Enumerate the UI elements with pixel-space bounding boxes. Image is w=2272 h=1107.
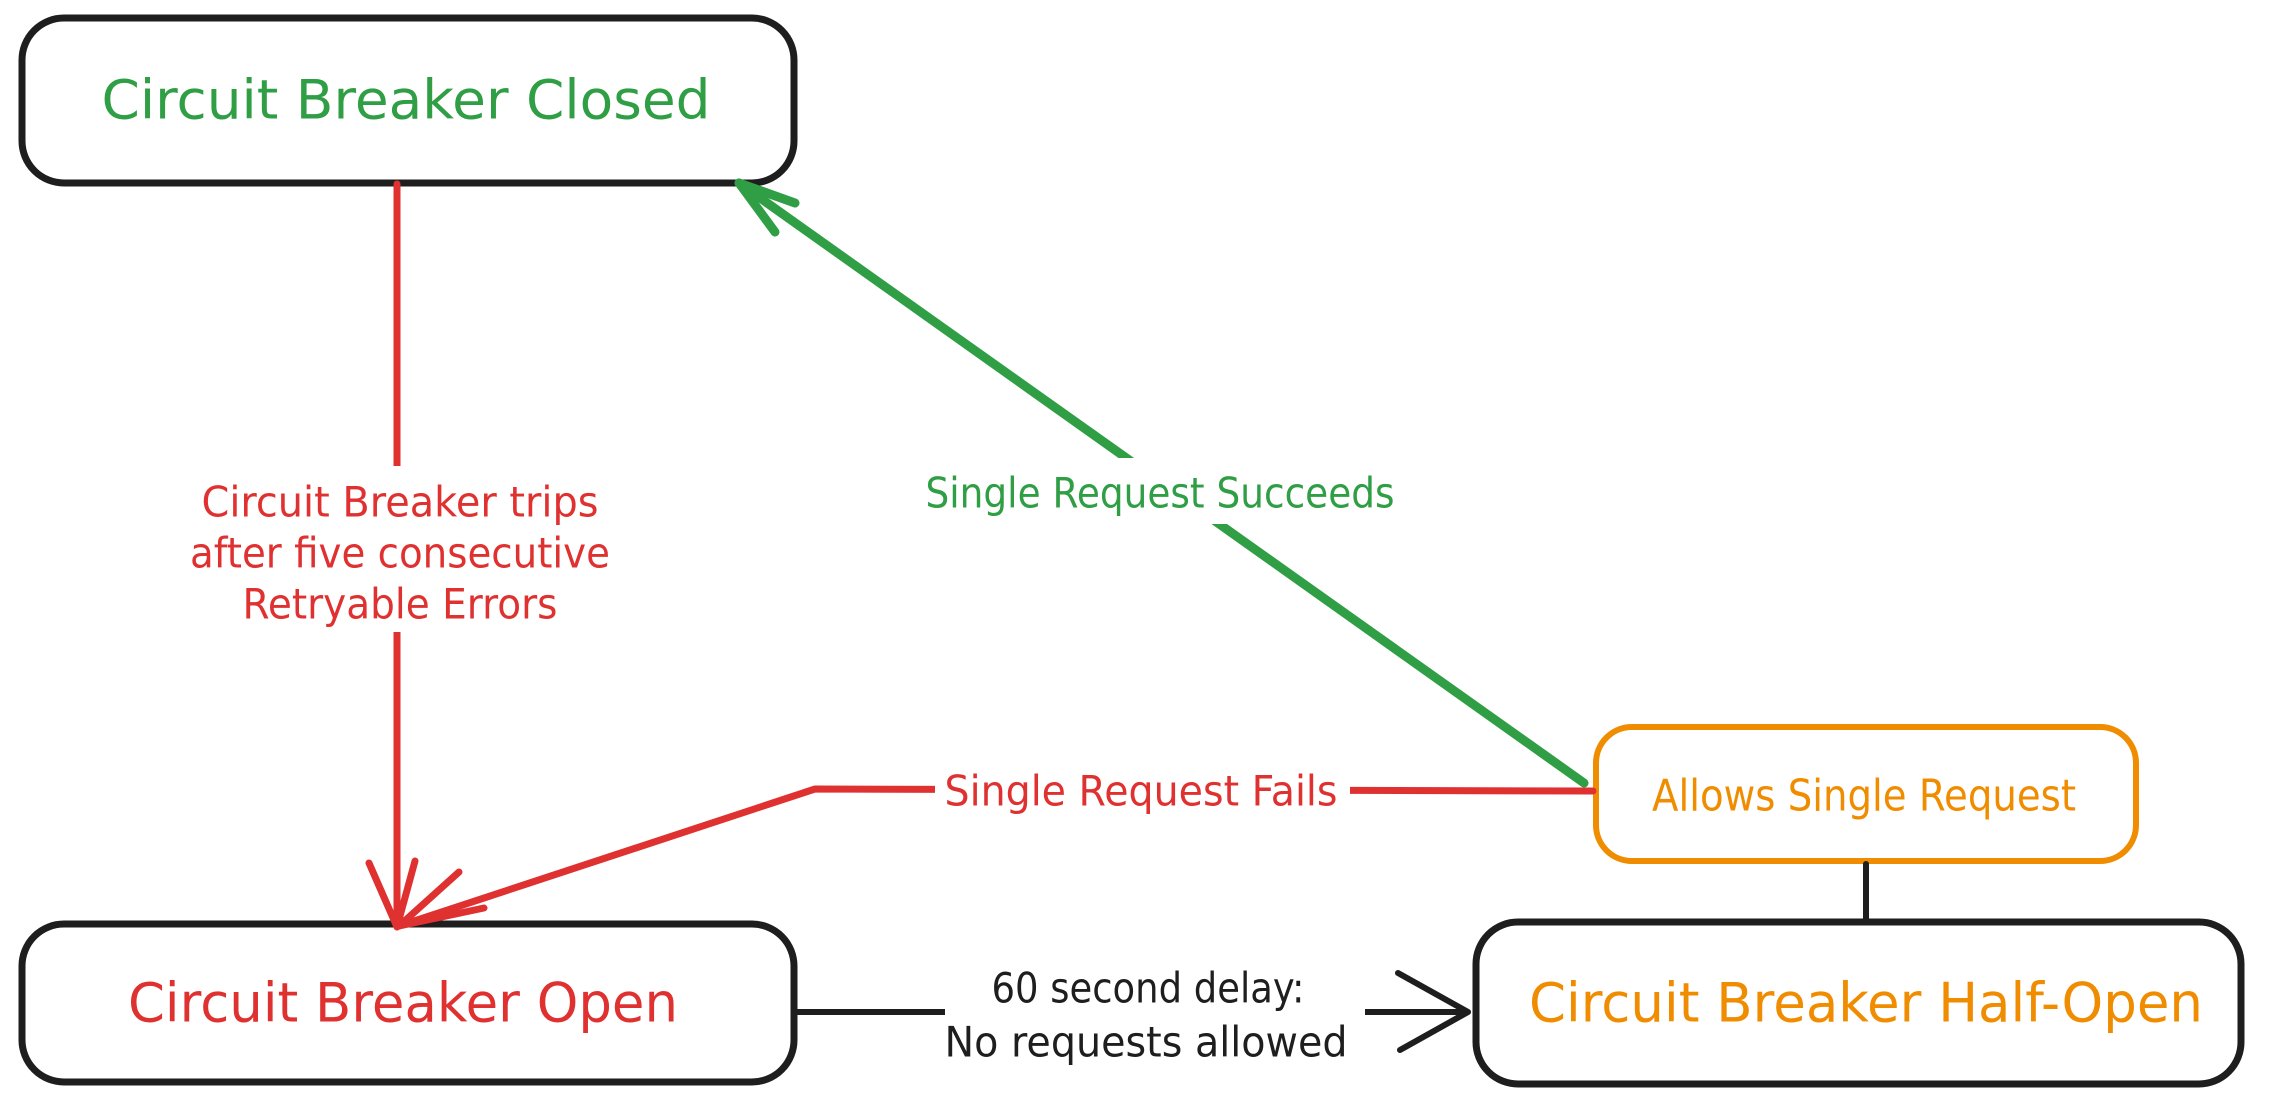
node-circuit-breaker-closed: Circuit Breaker Closed (18, 14, 798, 187)
node-label-half-open: Circuit Breaker Half-Open (1529, 972, 2203, 1035)
label-background (908, 458, 1408, 524)
edge-trip-label-line3: Retryable Errors (243, 580, 558, 629)
edge-delay-label-line1: 60 second delay: (992, 964, 1305, 1013)
node-box-closed (18, 14, 798, 187)
node-circuit-breaker-half-open: Circuit Breaker Half-Open (1472, 918, 2245, 1088)
node-allows-single-request: Allows Single Request (1593, 724, 2139, 864)
edge-delay-label-line2: No requests allowed (945, 1018, 1348, 1067)
label-background (945, 953, 1365, 1063)
edge-trip-label-line2: after five consecutive (190, 529, 610, 578)
edge-fails-label: Single Request Fails (945, 767, 1338, 816)
arrowhead-right-icon (1395, 970, 1471, 1053)
edge-60-second-delay: 60 second delay: No requests allowed (793, 953, 1471, 1067)
arrowhead-up-left-icon (734, 178, 800, 237)
label-background (185, 466, 620, 632)
arrowhead-down-icon (365, 857, 419, 931)
arrowhead-down-left-icon (395, 868, 488, 930)
edge-trip-label-line1: Circuit Breaker trips (202, 478, 599, 527)
node-box-half-open (1472, 918, 2245, 1088)
label-background (935, 761, 1350, 819)
edge-circuit-breaker-trips: Circuit Breaker trips after five consecu… (185, 180, 620, 931)
node-label-allows: Allows Single Request (1652, 771, 2076, 822)
edge-success-label: Single Request Succeeds (926, 469, 1395, 518)
node-label-closed: Circuit Breaker Closed (102, 69, 711, 132)
edge-single-request-succeeds: Single Request Succeeds (734, 178, 1589, 788)
edge-single-request-fails: Single Request Fails (395, 761, 1597, 930)
node-circuit-breaker-open: Circuit Breaker Open (18, 920, 798, 1086)
node-label-open: Circuit Breaker Open (128, 972, 678, 1035)
